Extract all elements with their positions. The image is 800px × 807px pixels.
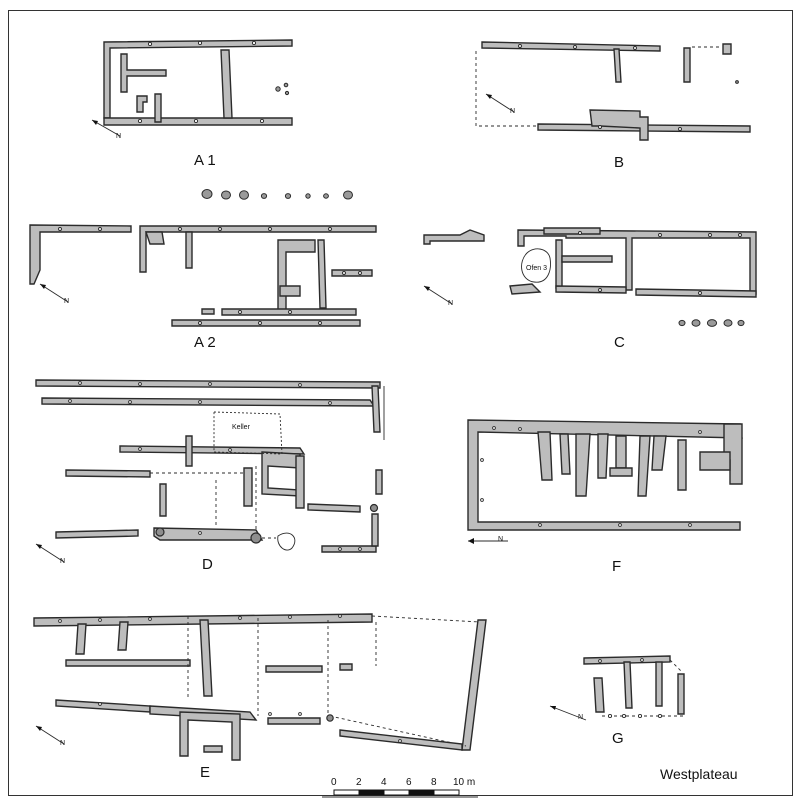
plan-label-a1: A 1: [194, 152, 216, 169]
north-arrow-a2: [39, 283, 69, 303]
scale-tick-4: 4: [381, 777, 387, 788]
plan-label-g: G: [612, 730, 624, 747]
plan-label-b: B: [614, 154, 625, 171]
annotation-ofen: Ofen 3: [526, 265, 548, 272]
plan-a2: [29, 189, 377, 327]
plan-label-d: D: [202, 556, 213, 573]
scale-tick-0: 0: [331, 777, 337, 788]
north-letter-c: N: [448, 300, 454, 307]
plan-a1: [103, 39, 293, 126]
north-arrow-c: [423, 285, 453, 305]
north-arrow-a1: [91, 119, 121, 137]
plan-label-c: C: [614, 334, 625, 351]
plan-d: [35, 379, 385, 553]
north-arrow-b: [485, 93, 515, 113]
plan-c: [423, 227, 757, 327]
north-letter-a1: N: [116, 133, 122, 140]
scale-tick-2: 2: [356, 777, 362, 788]
plan-g: [583, 655, 685, 719]
scale-tick-8: 8: [431, 777, 437, 788]
north-arrow-e: [35, 725, 65, 745]
north-letter-a2: N: [64, 298, 70, 305]
north-letter-b: N: [510, 108, 516, 115]
plan-e: [33, 613, 487, 761]
north-letter-d: N: [60, 558, 66, 565]
north-arrow-f: [468, 538, 508, 544]
north-arrow-g: [549, 705, 587, 721]
north-letter-f: N: [498, 536, 504, 543]
north-arrow-d: [35, 543, 65, 563]
plan-f: [467, 419, 743, 531]
north-letter-e: N: [60, 740, 66, 747]
scale-bar-graphic: [322, 789, 478, 798]
a2-stone-row: [201, 189, 353, 200]
annotation-keller: Keller: [232, 424, 250, 431]
plan-b: [475, 41, 751, 141]
north-arrows: [35, 93, 587, 745]
scale-tick-6: 6: [406, 777, 412, 788]
plan-label-f: F: [612, 558, 622, 575]
plan-label-e: E: [200, 764, 211, 781]
site-title: Westplateau: [660, 766, 738, 782]
north-letter-g: N: [578, 714, 584, 721]
plan-label-a2: A 2: [194, 334, 216, 351]
scale-tick-10: 10 m: [453, 777, 476, 788]
